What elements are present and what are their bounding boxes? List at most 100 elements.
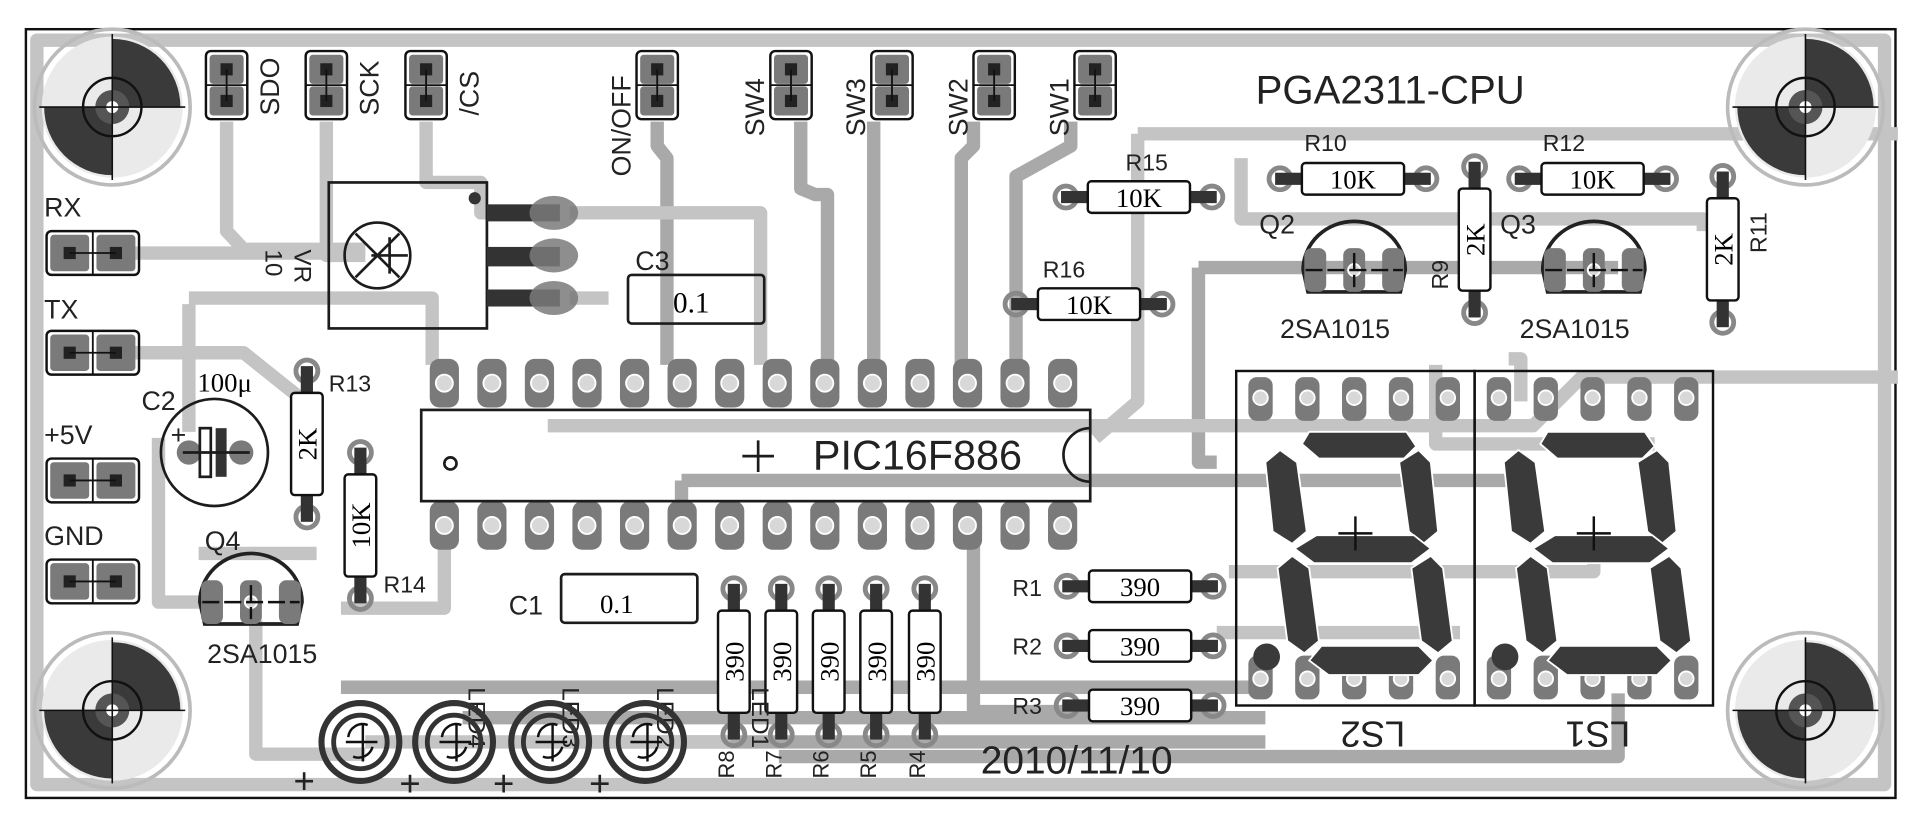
pin-header-icon: [870, 49, 914, 121]
ic-pin: [477, 358, 507, 408]
resistor-r15: R15 10K: [1052, 149, 1226, 215]
c3-value: 0.1: [673, 288, 709, 320]
segment: [1546, 644, 1673, 676]
ic-pin: [810, 501, 840, 550]
ic-pin: [667, 501, 697, 550]
segment: [1300, 430, 1418, 460]
ic-pin: [857, 358, 887, 408]
led-polarity: +: [493, 763, 514, 804]
segment: [1292, 534, 1433, 565]
vr-value: 10: [260, 249, 287, 276]
capacitor-c3: C3 0.1: [626, 246, 766, 325]
pin-header-icon: [45, 558, 141, 605]
led-icon: [603, 700, 688, 784]
header-sck[interactable]: SCK: [304, 49, 385, 121]
pin-header-icon: [972, 49, 1017, 121]
transistor-icon: [1540, 219, 1647, 294]
header-label: SW2: [943, 78, 973, 136]
ic-pin: [572, 358, 602, 408]
segment: [1648, 554, 1693, 655]
resistor-r3: R3 390: [1012, 688, 1227, 723]
header-label: SDO: [255, 58, 285, 116]
header-sw4[interactable]: SW4: [740, 49, 813, 136]
resistor-value: 2K: [293, 427, 323, 460]
pin-header-icon: [45, 329, 141, 376]
header-label: SW4: [740, 78, 770, 136]
header-sw2[interactable]: SW2: [943, 49, 1017, 136]
header-label: SW3: [841, 78, 871, 136]
traces: [134, 121, 1898, 764]
ic-pin: [857, 501, 887, 550]
ic-pin: [524, 501, 555, 550]
ic-pin: [429, 358, 459, 408]
led-polarity: +: [294, 760, 315, 801]
pin-header-icon: [45, 457, 141, 504]
ic-pin: [667, 358, 697, 408]
segment: [1531, 534, 1671, 565]
resistor-body: 390: [1053, 688, 1227, 723]
header-label: GND: [44, 521, 103, 551]
ic-pic16f886: PIC16F886: [419, 358, 1092, 550]
pin-header-icon: [45, 229, 141, 277]
pin-header-icon: [304, 49, 349, 121]
header-label: SCK: [355, 60, 385, 115]
vr-ref: VR: [289, 249, 316, 283]
resistor-r4: 390 R4: [905, 575, 942, 778]
ic-pin: [762, 501, 792, 550]
resistor-body: 2K: [1705, 162, 1740, 336]
header-gnd[interactable]: GND: [44, 521, 141, 605]
ic-pin: [524, 358, 555, 408]
ic-pin: [905, 501, 935, 550]
header-label: /CS: [454, 71, 484, 116]
board-title: PGA2311-CPU: [1256, 67, 1525, 112]
ic-pin: [429, 501, 459, 550]
header-sw3[interactable]: SW3: [841, 49, 914, 136]
header-sdo[interactable]: SDO: [204, 49, 285, 121]
resistor-value: 390: [1120, 691, 1160, 721]
resistor-r8: 390 R8: [714, 575, 751, 778]
c2-value: 100μ: [197, 368, 251, 398]
mounting-hole-icon: [1725, 27, 1886, 187]
resistor-r7: 390 R7: [761, 575, 799, 778]
header-tx[interactable]: TX: [44, 295, 141, 376]
q3-part: 2SA1015: [1520, 314, 1630, 344]
resistor-r1: R1 390: [1012, 569, 1227, 604]
resistor-r13: R13 2K: [289, 357, 371, 531]
c2-polarity: +: [171, 420, 187, 450]
ic-pin: [952, 501, 983, 550]
q4-part: 2SA1015: [207, 639, 317, 669]
header-cs[interactable]: /CS: [404, 49, 484, 121]
resistor-r9: R9 2K: [1427, 153, 1492, 326]
segment: [1276, 554, 1320, 655]
resistor-body: 2K: [1457, 153, 1492, 326]
led-polarity: +: [589, 763, 610, 804]
ic-pin: [1000, 501, 1030, 550]
transistor-q3: Q3 2SA1015: [1500, 210, 1647, 344]
led-icon: [412, 700, 497, 784]
resistor-body: 10K: [1002, 287, 1176, 322]
ic-pin: [619, 501, 650, 550]
header-label: SW1: [1044, 78, 1074, 136]
header-onoff[interactable]: ON/OFF: [606, 49, 680, 176]
ic-pin: [1000, 358, 1030, 408]
resistor-value: 2K: [1708, 232, 1738, 265]
r6-ref: R6: [809, 751, 834, 779]
resistor-r11: R11 2K: [1705, 162, 1772, 336]
ic-pin: [1048, 358, 1078, 408]
resistor-value: 390: [814, 642, 844, 682]
segment: [1539, 430, 1656, 460]
header-5v[interactable]: +5V: [44, 420, 141, 504]
c3-ref: C3: [635, 246, 669, 276]
header-sw1[interactable]: SW1: [1044, 49, 1117, 136]
header-label: +5V: [44, 420, 92, 450]
header-rx[interactable]: RX: [44, 193, 141, 277]
transistor-q4: Q4 2SA1015: [198, 526, 317, 669]
c1-value: 0.1: [600, 589, 633, 619]
resistor-body: 10K: [1266, 161, 1440, 196]
resistor-body: 390: [716, 575, 751, 749]
pin-header-icon: [1073, 49, 1117, 121]
resistor-body: 10K: [1506, 161, 1679, 196]
resistor-value: 10K: [1066, 290, 1113, 320]
ls2-ref: LS2: [1340, 713, 1405, 754]
resistor-value: 10K: [1330, 165, 1377, 195]
